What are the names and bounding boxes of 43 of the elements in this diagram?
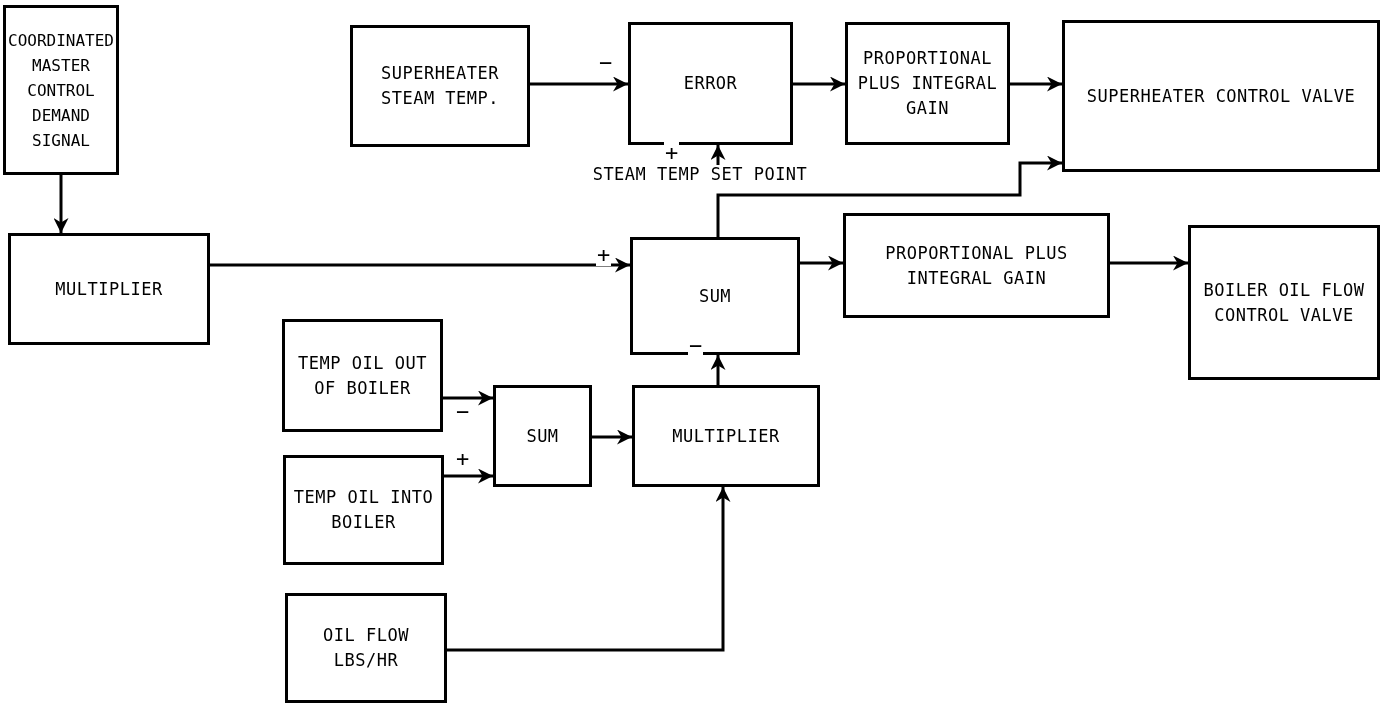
block-label: MULTIPLIER [55,277,163,301]
arrow [800,255,843,271]
block-label: SUM [526,424,559,448]
arrow [210,257,630,273]
block-label: OIL FLOW LBS/HR [322,624,410,672]
arrow [447,487,731,652]
block-box [350,25,530,147]
block-label: COORDINATED MASTER CONTROL DEMAND SIGNAL [7,29,115,152]
block-label: SUPERHEATER CONTROL VALVE [1086,84,1356,108]
block-box [283,455,444,565]
block-box [1062,20,1380,172]
arrow [1010,76,1062,92]
arrow [1110,255,1188,271]
arrow [592,429,632,445]
block-box [632,385,820,487]
arrow [443,390,493,406]
block-label: PROPORTIONAL PLUS INTEGRAL GAIN [884,241,1069,290]
block-label: TEMP OIL INTO BOILER [292,486,435,534]
block-label: ERROR [683,72,738,95]
arrow [710,145,726,165]
arrow [53,175,69,233]
block-label: BOILER OIL FLOW CONTROL VALVE [1202,278,1366,327]
block-box [843,213,1110,318]
block-box [285,593,447,703]
block-box [845,22,1010,145]
signal-label: STEAM TEMP SET POINT [592,162,808,186]
block-label: MULTIPLIER [672,424,780,448]
block-box [3,5,119,175]
block-label: PROPORTIONAL PLUS INTEGRAL GAIN [856,47,999,120]
block-box [630,237,800,355]
block-box [493,385,592,487]
arrow [716,155,1062,237]
block-box [1188,225,1380,380]
block-label: TEMP OIL OUT OF BOILER [297,351,428,400]
block-label: SUM [698,284,732,308]
block-box [282,319,443,432]
arrow [793,76,845,92]
arrow [710,355,726,385]
arrow [444,468,493,484]
block-label: SUPERHEATER STEAM TEMP. [379,62,501,110]
block-box [8,233,210,345]
block-box [628,22,793,145]
arrow [530,76,628,92]
